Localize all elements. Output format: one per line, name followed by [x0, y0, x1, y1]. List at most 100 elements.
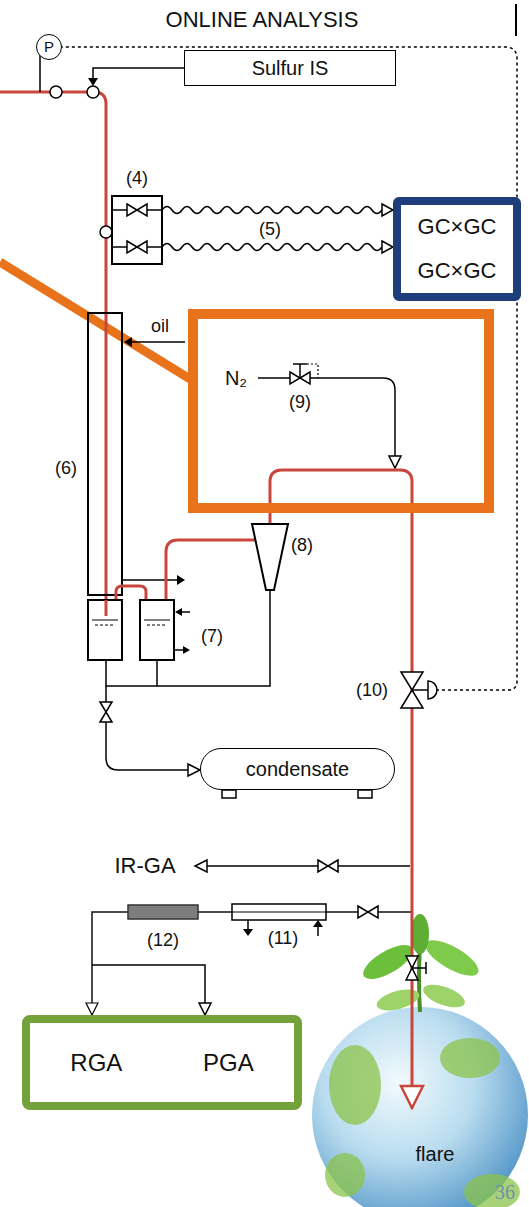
valve-stem	[293, 363, 307, 365]
sample-pipe	[0, 92, 106, 616]
valve-symbol	[368, 906, 378, 918]
callout-number: (12)	[147, 930, 179, 951]
coolant-inlet	[317, 926, 319, 936]
callout-number: (7)	[201, 626, 223, 647]
sample-port	[87, 86, 99, 98]
arrowhead	[183, 646, 190, 654]
heat-exchanger	[232, 904, 326, 920]
process-line	[411, 513, 414, 1108]
valve-box	[112, 196, 162, 264]
separator-vessel	[140, 600, 174, 660]
liquid-level	[144, 620, 170, 621]
diagram-title: ONLINE ANALYSIS	[166, 7, 359, 32]
node-text: N₂	[225, 367, 247, 390]
callout-number: (6)	[55, 458, 77, 479]
valve-actuator	[412, 689, 428, 691]
land	[464, 1174, 520, 1207]
analyzer-label: IR-GA	[114, 853, 175, 878]
heat-exchanger	[232, 912, 326, 913]
liquid-level	[95, 625, 115, 626]
node-text: P	[44, 38, 54, 55]
regulator-feedback	[307, 364, 318, 378]
valve-symbol	[100, 712, 112, 722]
leaf	[420, 980, 468, 1012]
node-text: RGA	[70, 1049, 122, 1077]
analyzer-line	[92, 965, 205, 1003]
process-pipe	[270, 470, 412, 524]
tank-leg	[358, 790, 372, 798]
drain-line	[156, 660, 158, 686]
hand-valve	[425, 962, 427, 974]
land	[440, 1038, 500, 1078]
valve-symbol	[127, 241, 137, 253]
valve-actuator	[428, 681, 437, 699]
control-valve	[401, 672, 423, 690]
valve-symbol	[137, 204, 147, 216]
nitrogen-line	[258, 377, 290, 379]
reactor-region: N₂ (9)	[188, 309, 494, 513]
arrowhead	[243, 929, 253, 936]
transfer-line	[162, 207, 382, 214]
node-text: PGA	[203, 1049, 254, 1077]
valve-symbol	[100, 702, 112, 712]
node-text: GC×GC	[418, 214, 497, 239]
liquid-level	[147, 625, 167, 626]
arrowhead	[313, 920, 323, 927]
callout-number: (11)	[268, 928, 299, 949]
tank-leg	[222, 790, 236, 798]
node-text: (9)	[289, 392, 311, 413]
arrowhead	[389, 456, 401, 468]
process-pipe	[166, 540, 255, 600]
callout-number: (4)	[126, 168, 148, 189]
arrowhead	[199, 1003, 211, 1015]
coolant-outlet	[174, 649, 184, 651]
gcxgc-box: GC×GCGC×GC	[393, 197, 521, 301]
globe	[312, 1007, 528, 1207]
plant-stem	[419, 945, 420, 1012]
arrowhead	[195, 860, 207, 872]
sample-port	[50, 86, 62, 98]
hand-valve	[406, 956, 418, 968]
liquid-level	[92, 620, 118, 621]
control-signal	[62, 47, 517, 690]
node-text: flare	[416, 1143, 455, 1166]
transfer-line	[162, 244, 382, 251]
valve-symbol	[358, 906, 368, 918]
leaf	[411, 914, 429, 954]
pressure-tap	[39, 55, 41, 92]
orange-leader	[0, 262, 190, 379]
cyclone-symbol	[252, 524, 288, 590]
coolant-inlet	[181, 611, 190, 613]
drain-line	[106, 722, 188, 770]
coolant-outlet	[247, 920, 249, 930]
injection-line	[93, 68, 184, 79]
valve-symbol	[300, 372, 310, 384]
node-text: Sulfur IS	[252, 57, 329, 80]
arrowhead	[382, 241, 393, 253]
arrowhead	[177, 575, 185, 585]
hand-valve	[412, 967, 426, 969]
control-valve	[401, 690, 423, 708]
land	[325, 1153, 365, 1197]
analyzer-line	[207, 865, 410, 867]
valve-symbol	[290, 372, 300, 384]
oil-inlet	[131, 341, 185, 343]
injection-box: Sulfur IS	[184, 50, 396, 86]
separator-vessel	[88, 600, 122, 660]
cooler-column	[88, 313, 122, 595]
leaf	[374, 986, 421, 1015]
callout-number: (5)	[259, 219, 281, 240]
valve-symbol	[328, 860, 338, 872]
process-pipe	[105, 600, 108, 616]
callout-number: (10)	[356, 680, 388, 701]
oil-outlet	[122, 579, 178, 581]
drain-line	[105, 686, 107, 702]
callout-number: (8)	[291, 535, 313, 556]
drain-line	[106, 590, 270, 686]
stream-label: oil	[151, 316, 169, 337]
page-number: 36	[495, 1181, 515, 1204]
title-divider	[515, 4, 517, 36]
filter	[128, 905, 198, 919]
valve-stem	[299, 364, 301, 378]
arrowhead	[175, 608, 182, 616]
